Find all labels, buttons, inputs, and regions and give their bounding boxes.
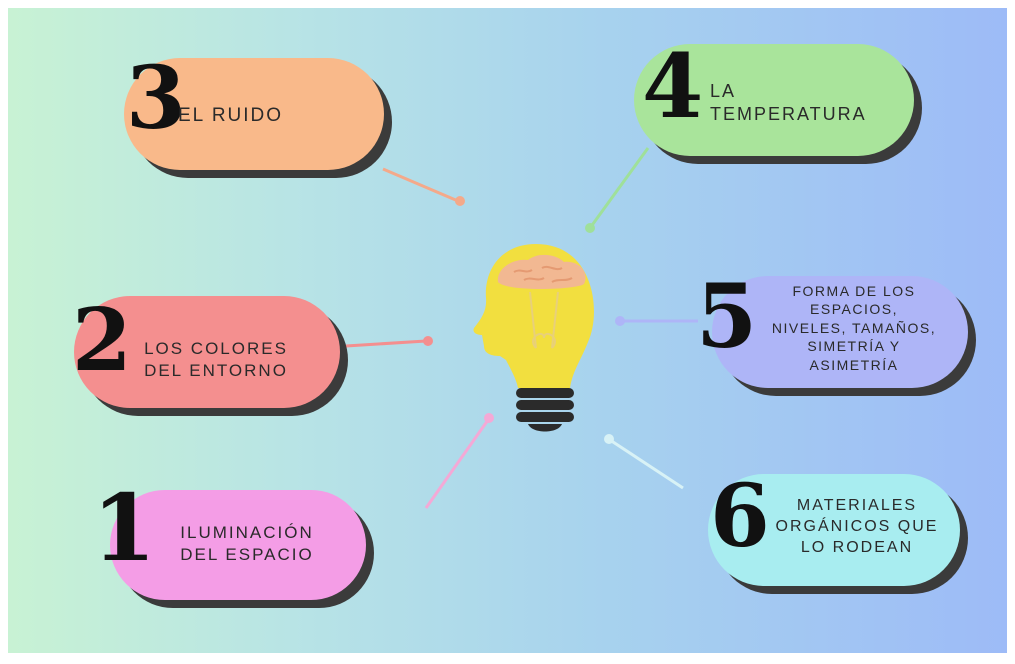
item-2-pill [74, 296, 340, 408]
item-4-pill [634, 44, 914, 156]
item-5-number: 5 [696, 264, 758, 368]
connector-4 [588, 147, 650, 229]
head-lightbulb-icon [473, 244, 594, 432]
connector-2-dot [423, 336, 433, 346]
connector-1-dot [484, 413, 494, 423]
bulb-base-3 [516, 412, 574, 422]
connector-2 [345, 339, 427, 348]
item-5-pill [712, 276, 968, 388]
bulb-base-1 [516, 388, 574, 398]
item-6-label: MATERIALES ORGÁNICOS QUE LO RODEAN [775, 497, 939, 556]
item-1-number: 1 [92, 474, 157, 582]
item-2-label: LOS COLORES DEL ENTORNO [144, 339, 288, 381]
connector-3 [382, 167, 459, 203]
connector-5-dot [615, 316, 625, 326]
connector-4-dot [585, 223, 595, 233]
item-3-label: EL RUIDO [178, 105, 284, 126]
item-6-number: 6 [710, 466, 770, 567]
connector-6-dot [604, 434, 614, 444]
connector-1 [424, 419, 490, 509]
item-6-pill [708, 474, 960, 586]
item-1-pill [110, 490, 366, 600]
item-3-number: 3 [126, 48, 186, 149]
filament [529, 291, 559, 349]
connector-lines [345, 147, 698, 509]
connector-3-dot [455, 196, 465, 206]
item-2-number: 2 [72, 290, 132, 391]
infographic: 3 EL RUIDO 4 LA TEMPERATURA 2 LOS COLORE… [8, 8, 1007, 653]
item-4-label: LA TEMPERATURA [710, 81, 867, 125]
connector-6 [609, 438, 684, 490]
item-4-number: 4 [642, 34, 704, 138]
bulb-base-2 [516, 400, 574, 410]
item-3-pill [124, 58, 384, 170]
item-5-label: FORMA DE LOS ESPACIOS, NIVELES, TAMAÑOS,… [771, 283, 937, 373]
item-1-label: ILUMINACIÓN DEL ESPACIO [180, 523, 314, 565]
bulb-tip [528, 424, 562, 432]
